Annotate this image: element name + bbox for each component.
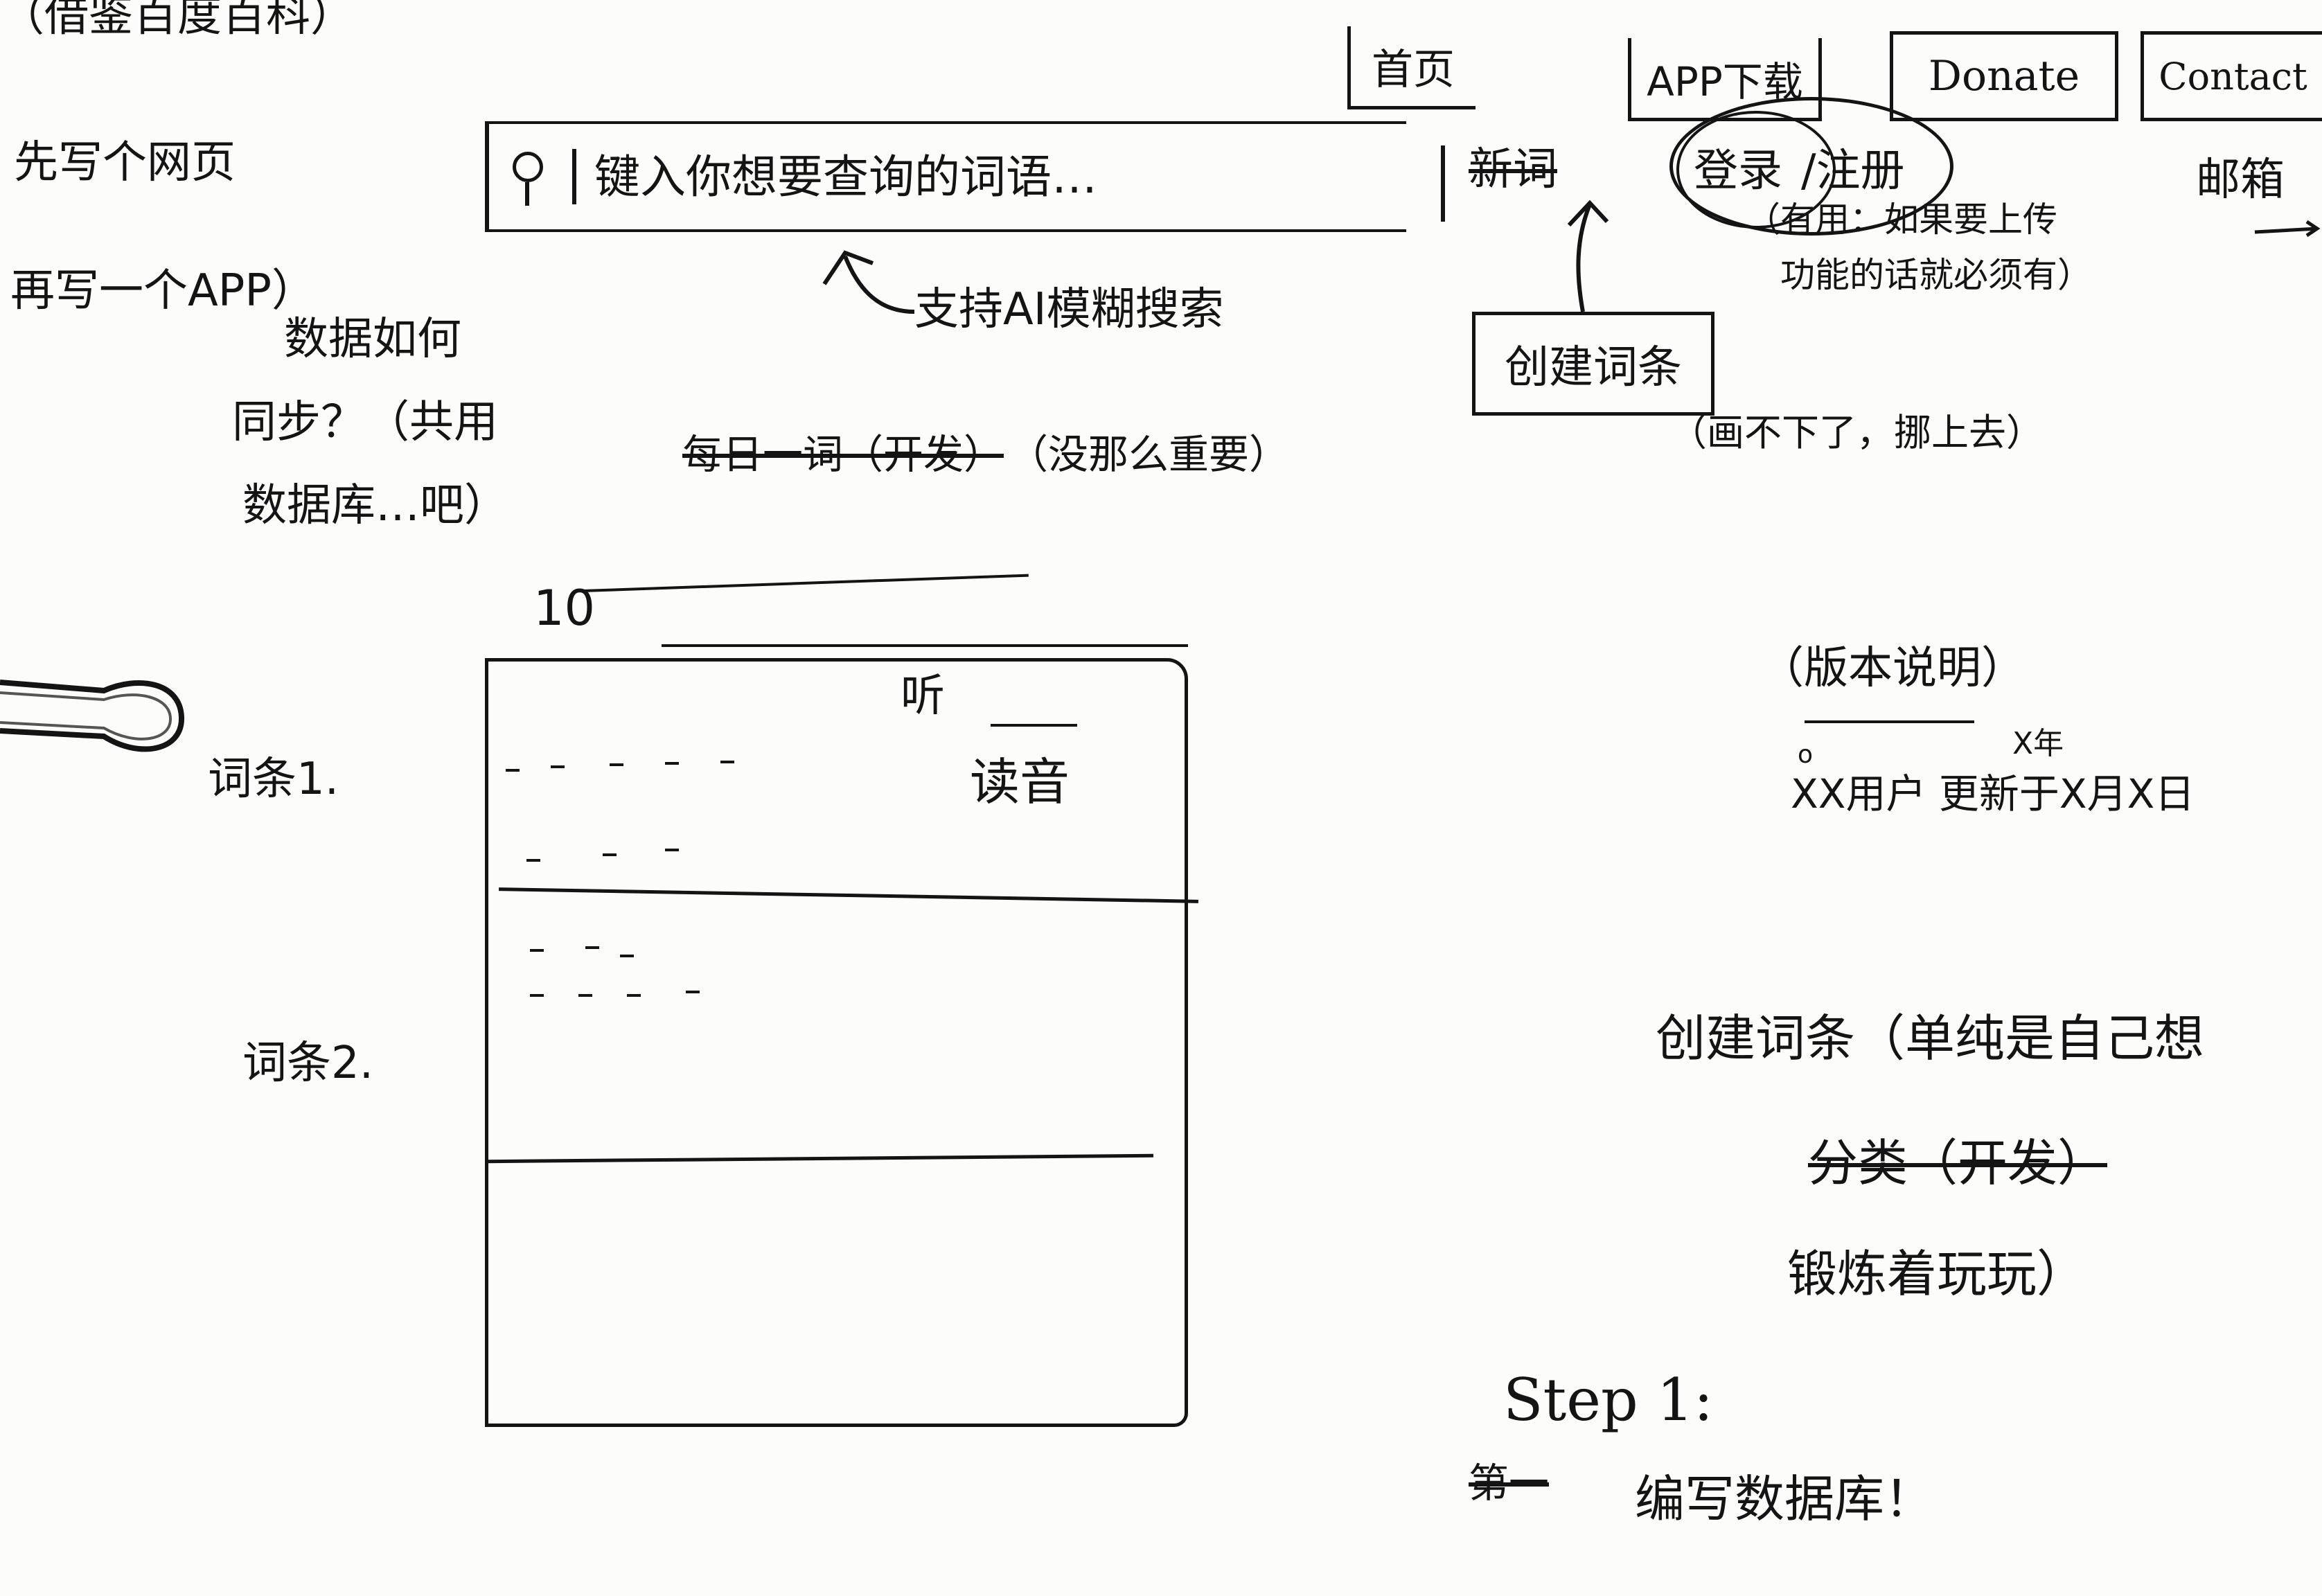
read-aloud-button[interactable]: 读音 [970, 753, 1070, 811]
create-entry-plan-note: 创建词条（单纯是自己想 [1656, 1009, 2205, 1067]
note-reference-baidu: （借鉴百度百科） [0, 0, 355, 42]
note-sync-line2: 数据库…吧） [242, 480, 508, 531]
practice-note: 锻炼着玩玩） [1787, 1245, 2087, 1303]
placeholder-dash [665, 849, 679, 851]
placeholder-dash [585, 946, 599, 949]
classify-plan: 分类（开发） [1808, 1134, 2108, 1192]
daily-word-section: 每日一词（开发） [682, 431, 1004, 478]
note-write-webpage: 先写个网页 [14, 137, 236, 188]
create-entry-button[interactable]: 创建词条 [1472, 312, 1714, 416]
register-link[interactable]: /注册 [1801, 145, 1905, 197]
login-highlight-circle-inner [1676, 111, 1836, 229]
placeholder-dash [610, 763, 623, 766]
ai-search-note: 支持AI模糊搜索 [914, 284, 1224, 335]
arrow-up-icon [1567, 200, 1609, 312]
account-note-line1: （有用：如果要上传 [1746, 200, 2057, 240]
text-cursor [572, 149, 576, 204]
account-note-line2: 功能的话就必须有） [1780, 255, 2092, 295]
step-strike: 第一 [1469, 1460, 1550, 1507]
note-write-app: 再写一个APP） [10, 265, 316, 317]
update-year: X年 [2012, 726, 2064, 761]
mailbox-arrow-icon [2254, 220, 2321, 238]
login-highlight-circle [1669, 97, 1953, 236]
write-database-step: 编写数据库！ [1635, 1470, 1935, 1528]
nav-home-button[interactable]: 首页 [1347, 26, 1475, 109]
placeholder-dash [686, 991, 700, 993]
version-note-underline [1805, 720, 1974, 723]
create-entry-note: （画不下了，挪上去） [1669, 411, 2044, 454]
placeholder-dash [603, 853, 617, 856]
placeholder-dash [578, 994, 592, 997]
entry-2-label[interactable]: 词条2. [242, 1038, 374, 1089]
search-bar[interactable] [485, 121, 1406, 232]
placeholder-dash [665, 762, 679, 765]
daily-word-comment: （没那么重要） [1008, 431, 1290, 478]
update-line: XX用户 更新于X月X日 [1791, 770, 2195, 817]
mailbox-link[interactable]: 邮箱 [2196, 154, 2285, 206]
entry-1-label[interactable]: 词条1. [208, 754, 339, 805]
search-icon[interactable] [503, 142, 565, 211]
listen-button[interactable]: 听 [901, 671, 945, 722]
placeholder-dash [530, 949, 544, 952]
placeholder-dash [506, 769, 520, 772]
login-link[interactable]: 登录 [1694, 145, 1782, 197]
step-label: Step 1: [1503, 1366, 1714, 1434]
nav-contact-button[interactable]: Contact [2141, 31, 2322, 121]
placeholder-dash [530, 994, 544, 997]
search-input[interactable] [593, 149, 1275, 204]
placeholder-dash [627, 994, 641, 997]
arrow-up-icon [822, 250, 915, 314]
nav-donate-button[interactable]: Donate [1890, 31, 2118, 121]
placeholder-dash [720, 761, 734, 763]
placeholder-dash [526, 859, 540, 862]
new-word-link[interactable]: 新词 [1469, 144, 1557, 195]
card-top-line [575, 574, 1029, 593]
placeholder-dash [551, 765, 565, 768]
note-data-how: 数据如何 [284, 314, 461, 365]
header-divider [1441, 145, 1445, 222]
card-second-line [662, 644, 1188, 647]
note-sync-line1: 同步？（共用 [232, 397, 498, 448]
version-note-title: （版本说明） [1760, 643, 2026, 694]
word-entries-card [485, 658, 1188, 1427]
placeholder-dash [620, 955, 634, 957]
bullet-icon: o [1798, 741, 1814, 769]
binder-clip [0, 680, 185, 752]
listen-underline [991, 724, 1077, 727]
